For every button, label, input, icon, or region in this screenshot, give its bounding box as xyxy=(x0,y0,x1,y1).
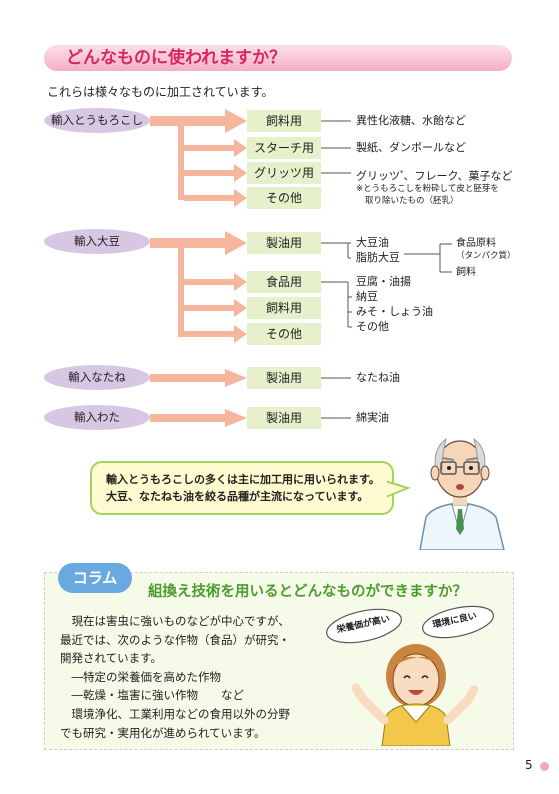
page-number: 5 xyxy=(525,758,533,772)
flow-diagram xyxy=(150,109,452,427)
arrow-corn-other xyxy=(184,189,247,207)
woman-illustration xyxy=(326,605,494,746)
grits-note-line1: ※とうもろこしを粉砕して皮と胚芽を xyxy=(356,184,499,194)
intro-text: これらは様々なものに加工されています。 xyxy=(47,85,274,99)
grits-note-line2: 取り除いたもの（胚乳） xyxy=(365,196,459,206)
column-title: 組換え技術を用いるとどんなものができますか？ xyxy=(148,584,467,600)
speech-bubble xyxy=(90,461,394,515)
product-grits: グリッツ*、フレーク、菓子など xyxy=(356,169,513,183)
use-box-cotton-oil: 製油用 xyxy=(247,407,321,429)
page-title: どんなものに使われますか？ xyxy=(66,48,287,68)
use-box-soy-oil: 製油用 xyxy=(247,232,321,254)
use-box-corn-grits: グリッツ用 xyxy=(247,162,321,184)
speech-text: 輸入とうもろこしの多くは主に加工用に用いられます。 大豆、なたねも油を絞る品種が… xyxy=(106,473,380,503)
arrow-soy-other xyxy=(184,325,247,343)
arrow-corn-grits xyxy=(184,164,247,182)
arrow-soy-oil xyxy=(150,231,247,255)
source-corn: 輸入とうもろこし xyxy=(44,108,150,133)
source-rapeseed: 輸入なたね xyxy=(44,365,150,390)
corn-branch-vertical xyxy=(178,126,184,200)
arrow-cotton xyxy=(150,409,247,427)
arrow-rapeseed xyxy=(150,369,247,387)
speech-bubble-tail xyxy=(386,480,410,498)
bubble-environment xyxy=(422,605,494,639)
use-box-rapeseed-oil: 製油用 xyxy=(247,367,321,389)
product-soy-feed: 飼料 xyxy=(456,267,476,278)
product-protein: （タンパク質） xyxy=(456,251,516,261)
column-body: 現在は害虫に強いものなどが中心ですが、 最近では、次のような作物（食品）が研究・… xyxy=(60,614,290,740)
title-banner xyxy=(44,45,512,71)
source-cotton: 輸入わた xyxy=(44,405,150,430)
use-box-soy-other: その他 xyxy=(247,323,321,345)
product-miso: みそ・しょう油 xyxy=(356,305,433,318)
bubble-nutrition xyxy=(326,608,402,644)
product-soy-other: その他 xyxy=(356,320,389,333)
column-label: コラム xyxy=(58,563,132,593)
arrow-corn-feed xyxy=(150,109,247,133)
arrow-soy-feed xyxy=(184,299,247,317)
product-soy-meal: 脂肪大豆 xyxy=(356,251,400,264)
use-box-soy-feed: 飼料用 xyxy=(247,297,321,319)
product-tofu: 豆腐・油揚 xyxy=(356,275,411,288)
use-box-corn-other: その他 xyxy=(247,187,321,209)
arrow-soy-food xyxy=(184,273,247,291)
use-box-corn-starch: スターチ用 xyxy=(247,137,321,159)
source-soy: 輸入大豆 xyxy=(44,229,150,254)
product-rapeseed-oil: なたね油 xyxy=(356,371,400,384)
page-number-dot xyxy=(540,762,549,771)
product-soybean-oil: 大豆油 xyxy=(356,236,389,249)
professor-illustration xyxy=(419,437,505,550)
soy-branch-vertical xyxy=(178,248,184,337)
use-box-corn-feed: 飼料用 xyxy=(247,110,321,132)
product-food-material: 食品原料 xyxy=(456,238,496,249)
product-natto: 納豆 xyxy=(356,290,378,303)
arrow-corn-starch xyxy=(184,139,247,157)
product-cottonseed-oil: 綿実油 xyxy=(356,411,389,424)
use-box-soy-food: 食品用 xyxy=(247,271,321,293)
product-syrup: 異性化液糖、水飴など xyxy=(356,114,466,127)
product-paper: 製紙、ダンボールなど xyxy=(356,141,466,154)
